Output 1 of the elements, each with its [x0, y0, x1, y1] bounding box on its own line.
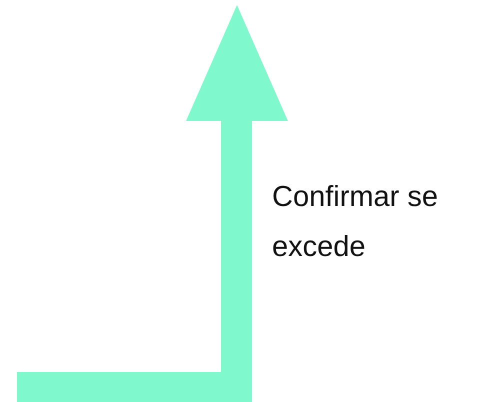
note-text: Confirmar se excede [272, 180, 439, 265]
